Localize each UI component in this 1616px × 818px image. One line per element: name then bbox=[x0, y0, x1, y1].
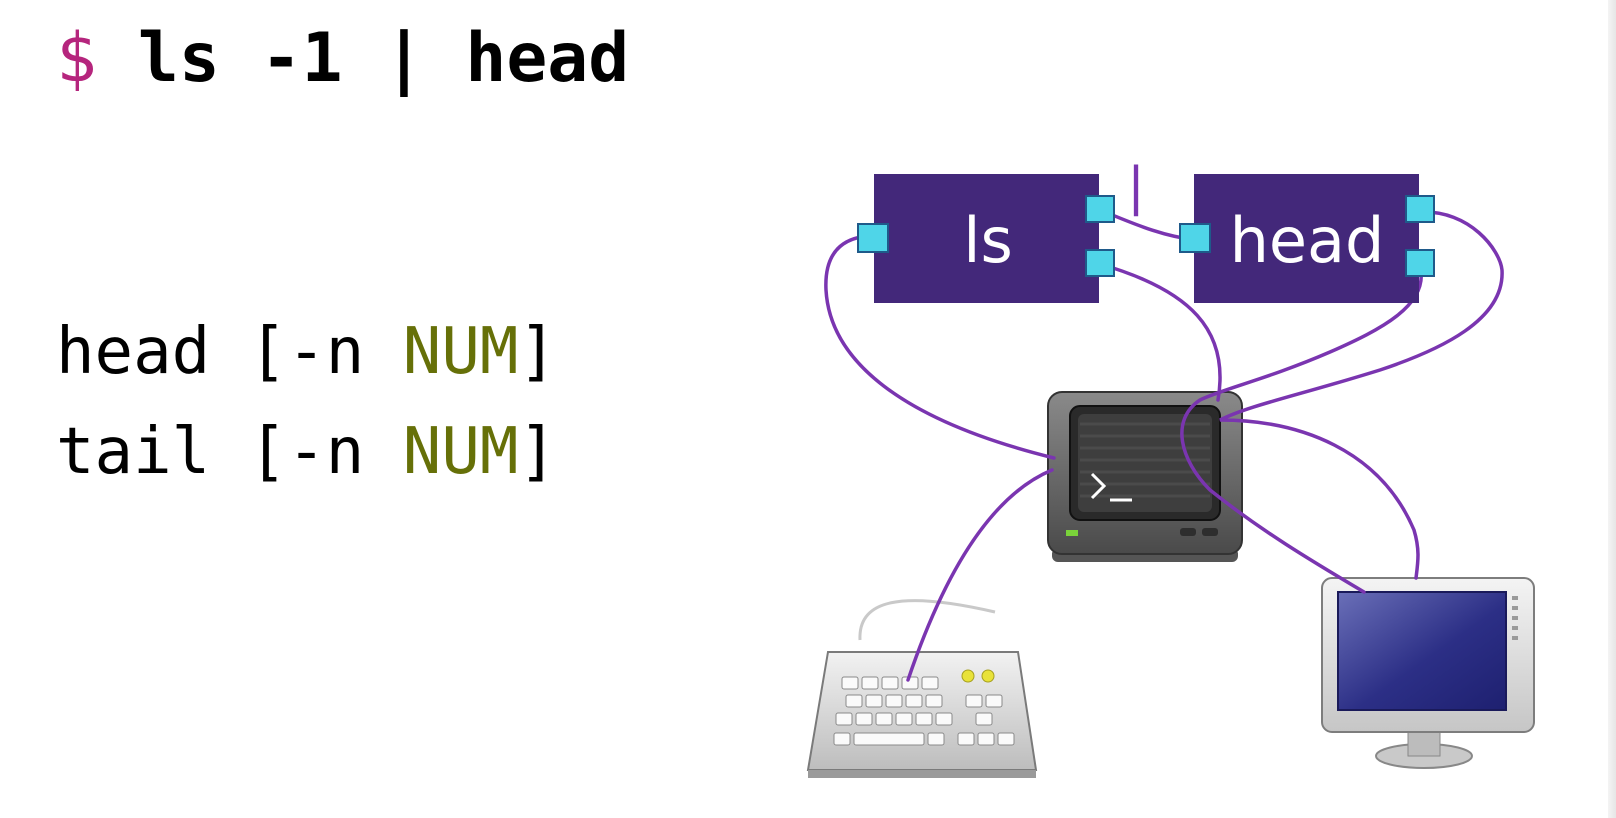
wire-head-out-to-monitor bbox=[1219, 210, 1504, 580]
wire-terminal-to-ls-in bbox=[824, 234, 1056, 460]
tail-close: ] bbox=[518, 415, 557, 489]
head-syntax: head [-n NUM] bbox=[56, 312, 557, 392]
wire-keyboard-to-terminal bbox=[906, 468, 1054, 682]
command-line: $ ls -1 | head bbox=[56, 14, 629, 104]
head-command: head bbox=[56, 315, 211, 389]
head-process-box: head bbox=[1179, 174, 1435, 303]
tail-command: tail bbox=[56, 415, 211, 489]
tail-syntax: tail [-n NUM] bbox=[56, 412, 557, 492]
ls-stderr-port bbox=[1085, 249, 1115, 277]
head-option: [-n bbox=[248, 315, 403, 389]
slide-edge bbox=[1608, 0, 1616, 818]
wire-head-err-to-terminal bbox=[1180, 264, 1424, 594]
monitor-icon bbox=[1321, 577, 1535, 769]
terminal-icon bbox=[1047, 391, 1243, 562]
ls-stdin-port bbox=[857, 223, 889, 253]
head-box-label: head bbox=[1230, 204, 1385, 277]
head-stdin-port bbox=[1179, 223, 1211, 253]
head-stderr-port bbox=[1405, 249, 1435, 277]
tail-option: [-n bbox=[248, 415, 403, 489]
shell-prompt: $ bbox=[56, 19, 97, 98]
tail-arg: NUM bbox=[402, 415, 519, 489]
ls-stdout-port bbox=[1085, 195, 1115, 223]
ls-process-box: ls bbox=[857, 174, 1115, 303]
head-arg: NUM bbox=[402, 315, 519, 389]
ls-box-label: ls bbox=[963, 204, 1013, 277]
command-text: ls -1 | head bbox=[137, 19, 630, 98]
head-close: ] bbox=[518, 315, 557, 389]
keyboard-icon bbox=[806, 599, 1038, 778]
head-stdout-port bbox=[1405, 195, 1435, 223]
wire-ls-err-to-terminal bbox=[1098, 262, 1222, 402]
pipe-mark: | bbox=[1127, 157, 1145, 217]
